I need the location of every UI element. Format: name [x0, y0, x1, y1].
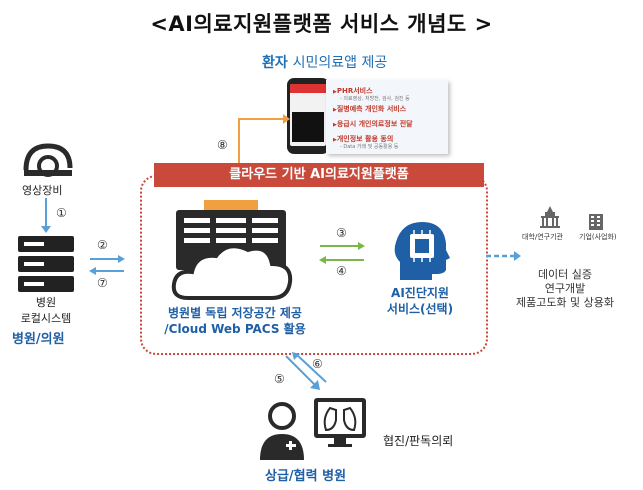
- university-icon: [540, 206, 560, 228]
- service-item: 질병예측 개인화 서비스: [333, 104, 406, 114]
- doctor-monitor-icon: [260, 398, 366, 460]
- hospital-group-label: 병원/의원: [12, 332, 65, 347]
- referral-hospital-label: 상급/협력 병원: [265, 469, 347, 484]
- patient-header: 환자 시민의료앱 제공: [262, 52, 387, 72]
- step3-number: ③: [336, 226, 347, 240]
- step27-arrows: [89, 255, 125, 275]
- data-use-line2: 연구개발: [544, 282, 586, 295]
- univ-label: 대학/연구기관: [522, 233, 563, 241]
- step1-number: ①: [56, 206, 67, 220]
- patient-label: 환자: [262, 55, 288, 71]
- smartphone-icon: [287, 78, 329, 154]
- step8-arrow: [238, 114, 290, 171]
- step1-arrow: [41, 198, 51, 233]
- platform-banner: 클라우드 기반 AI의료지원플랫폼: [154, 163, 484, 187]
- patient-app-label: 시민의료앱 제공: [292, 55, 388, 71]
- step8-number: ⑧: [217, 138, 228, 152]
- step5-number: ⑤: [274, 372, 285, 386]
- step2-number: ②: [97, 238, 108, 252]
- service-sub: - 의료영상, 처방전, 검사, 검진 등: [340, 96, 410, 102]
- ai-description: AI진단지원 서비스(선택): [375, 285, 465, 317]
- data-transfer-arrow: [486, 251, 521, 261]
- patient-services-card: PHR서비스 - 의료영상, 처방전, 검사, 검진 등 질병예측 개인화 서비…: [326, 80, 448, 154]
- ai-line1: AI진단지원: [391, 286, 449, 300]
- data-use-line3: 제품고도화 및 상용화: [515, 296, 615, 309]
- service-item: PHR서비스: [333, 86, 373, 96]
- service-item: 응급시 개인의료정보 전달: [333, 119, 413, 129]
- imaging-device-icon: [23, 143, 73, 177]
- consult-label: 협진/판독의뢰: [383, 434, 454, 448]
- step4-number: ④: [336, 264, 347, 278]
- step34-arrows: [319, 242, 365, 264]
- page-title: <AI의료지원플랫폼 서비스 개념도 >: [150, 12, 493, 36]
- storage-line1: 병원별 독립 저장공간 제공: [168, 306, 302, 320]
- storage-description: 병원별 독립 저장공간 제공 /Cloud Web PACS 활용: [145, 305, 325, 337]
- device-label: 영상장비: [22, 184, 63, 197]
- cloud-server-icon: [171, 200, 293, 300]
- ai-brain-icon: [394, 222, 450, 280]
- company-label: 기업(사업화): [579, 233, 617, 241]
- service-sub: - Data 거래 및 공동활용 등: [340, 144, 399, 150]
- local-system-label: 병원 로컬시스템: [8, 294, 84, 326]
- service-item: 개인정보 활용 동의: [333, 134, 393, 144]
- local-label-line1: 병원: [35, 296, 57, 309]
- storage-line2: /Cloud Web PACS 활용: [164, 322, 306, 336]
- step6-number: ⑥: [312, 357, 323, 371]
- local-label-line2: 로컬시스템: [20, 312, 72, 325]
- data-use-line1: 데이터 실증: [537, 268, 593, 281]
- company-icon: [589, 214, 603, 230]
- step56-arrows: [285, 352, 327, 390]
- ai-line2: 서비스(선택): [386, 302, 454, 316]
- step7-number: ⑦: [97, 276, 108, 290]
- data-use-description: 데이터 실증 연구개발 제품고도화 및 상용화: [505, 268, 625, 310]
- local-server-icon: [18, 236, 74, 292]
